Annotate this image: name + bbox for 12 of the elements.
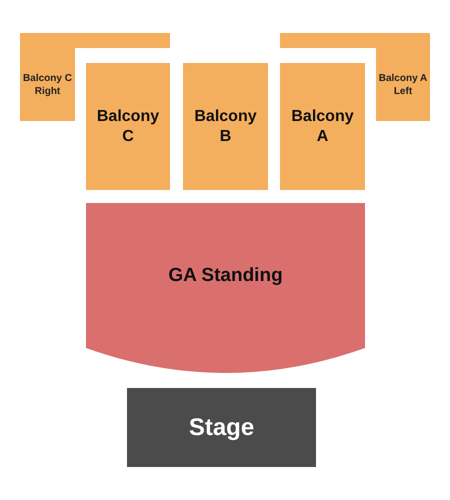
section-label: GA Standing bbox=[168, 264, 283, 286]
section-label: Balcony A bbox=[290, 106, 355, 146]
section-label: Balcony A Left bbox=[378, 72, 428, 98]
section-label: Balcony B bbox=[193, 106, 258, 146]
seating-section bbox=[280, 63, 365, 190]
seating-section bbox=[86, 63, 170, 190]
section-label: Balcony C Right bbox=[22, 72, 73, 98]
seating-section bbox=[183, 63, 268, 190]
section-label: Stage bbox=[188, 414, 254, 442]
section-label: Balcony C bbox=[96, 106, 160, 146]
stage-block bbox=[127, 388, 316, 467]
seating-section bbox=[86, 203, 365, 373]
